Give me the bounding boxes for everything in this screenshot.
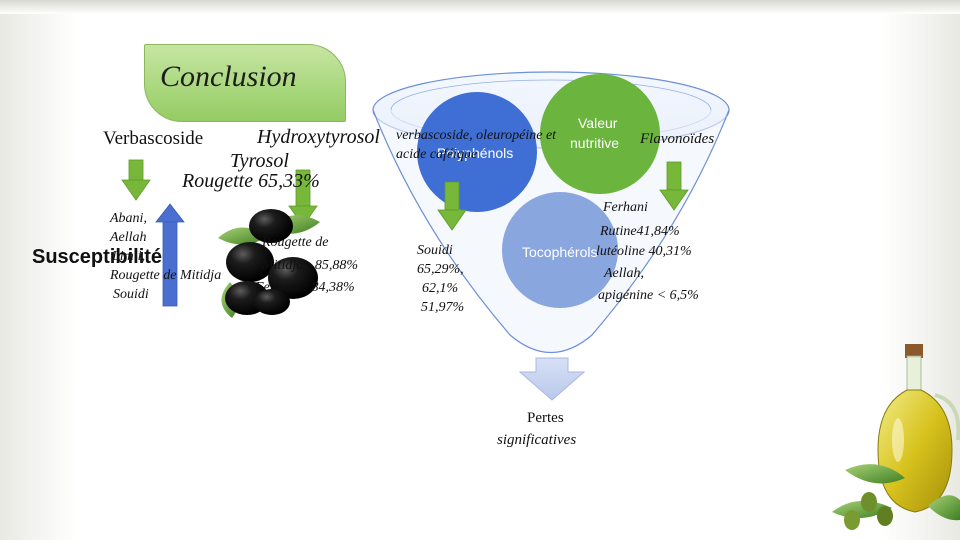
variety-limli: Limli, [112,249,146,264]
polyphenols-detail-line2: acide caféique [396,147,478,162]
right-rutine: Rutine41,84% [600,224,680,239]
circle-polyphenols-label: Polyphénols [437,145,514,161]
circle-valeur-nutritive [540,74,660,194]
souidi-value-1: 65,29%, [417,262,464,277]
circle-tocopherols-label: Tocophérols [522,244,598,260]
souidi-label: Souidi [417,243,453,258]
pertes-label-line1: Pertes [527,410,564,426]
arrow-susceptibilite-up [155,203,185,307]
page-title: Conclusion [160,60,297,93]
circle-valeur-label-line1: Valeur [578,115,618,131]
mitidja-value: Mitidja : 85,88% [262,258,359,273]
olive-oil-bottle-image [832,344,960,530]
top-band [0,0,960,14]
variety-souidi: Souidi [113,287,149,302]
circle-valeur-label-line2: nutritive [570,135,620,151]
pertes-label-line2: significatives [497,432,577,448]
olives-image [218,209,320,318]
flavonoides-label: Flavonoïdes [640,131,715,147]
circle-tocopherols [502,192,618,308]
polyphenols-detail-line1: verbascoside, oleuropéine et [396,128,557,143]
right-luteoline: lutéoline 40,31% [596,244,692,259]
variety-aellah: Aellah [110,230,147,245]
ferhani-value: Ferhani : 84,38% [255,280,355,295]
rougette-percentage: Rougette 65,33% [182,170,320,192]
title-box [144,44,346,122]
right-aellah: Aellah, [604,266,645,281]
right-ferhani: Ferhani [603,200,648,215]
tyrosol-label: Tyrosol [230,150,289,172]
hydroxytyrosol-label: Hydroxytyrosol [257,126,380,148]
variety-abani: Abani, [110,211,147,226]
arrow-flavonoides [659,161,689,211]
rougette-de-label: Rougette de [262,235,329,250]
susceptibilite-label: Susceptibilité [32,246,163,268]
right-apigenine: apigénine < 6,5% [598,288,699,303]
souidi-value-3: 51,97% [421,300,465,315]
variety-rougette-mitidja: Rougette de Mitidja [110,268,222,283]
funnel-output-arrow [518,357,586,401]
arrow-polyphenols [437,181,467,231]
verbascoside-label: Verbascoside [103,128,204,149]
souidi-value-2: 62,1% [422,281,459,296]
arrow-verbascoside [121,159,151,201]
